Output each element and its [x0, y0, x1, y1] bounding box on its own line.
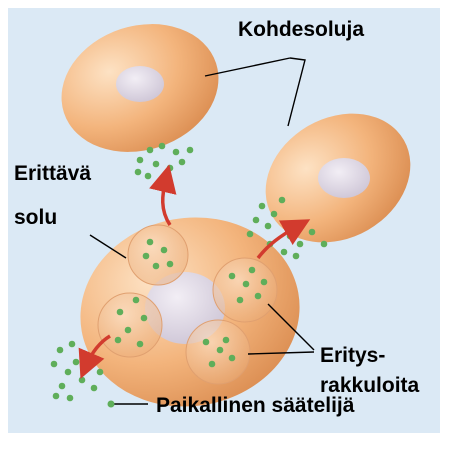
molecule-dot — [253, 217, 260, 224]
molecule-dot — [91, 385, 98, 392]
molecule-dot — [293, 253, 300, 260]
molecule-dot — [97, 369, 104, 376]
molecule-dot — [321, 241, 328, 248]
molecule-dot — [117, 309, 124, 316]
molecule-dot — [133, 297, 140, 304]
vesicle — [128, 225, 188, 285]
molecule-dot — [159, 143, 166, 150]
label-local-regulator: Paikallinen säätelijä — [156, 394, 355, 417]
molecule-dot — [145, 173, 152, 180]
molecule-dot — [243, 281, 250, 288]
molecule-dot — [153, 263, 160, 270]
molecule-dot — [167, 261, 174, 268]
molecule-dot — [125, 327, 132, 334]
molecule-dot — [137, 341, 144, 348]
molecule-dot — [173, 149, 180, 156]
molecule-dot — [137, 157, 144, 164]
molecule-dot — [217, 347, 224, 354]
label-secreting-cell-line2: solu — [14, 206, 57, 229]
label-target-cells: Kohdesoluja — [238, 18, 364, 41]
nucleus — [318, 158, 370, 198]
molecule-dot — [259, 203, 266, 210]
molecule-dot — [143, 253, 150, 260]
molecule-dot — [79, 377, 86, 384]
molecule-dot — [51, 361, 58, 368]
molecule-dot — [249, 267, 256, 274]
molecule-dot — [229, 355, 236, 362]
nucleus — [116, 66, 164, 102]
molecule-dot — [229, 273, 236, 280]
molecule-dot — [65, 369, 72, 376]
molecule-dot — [57, 347, 64, 354]
molecule-dot — [309, 229, 316, 236]
molecule-dot — [237, 297, 244, 304]
molecule-dot — [147, 147, 154, 154]
molecule-dot — [179, 159, 186, 166]
molecule-dot — [265, 223, 272, 230]
molecule-dot — [147, 239, 154, 246]
molecule-dot — [53, 393, 60, 400]
molecule-dot — [67, 395, 74, 402]
legend-molecule — [108, 401, 115, 408]
label-vesicles-line1: Eritys- — [320, 344, 385, 367]
molecule-dot — [59, 383, 66, 390]
molecule-dot — [161, 247, 168, 254]
molecule-dot — [255, 293, 262, 300]
molecule-dot — [69, 341, 76, 348]
molecule-dot — [135, 169, 142, 176]
molecule-dot — [281, 249, 288, 256]
molecule-dot — [271, 211, 278, 218]
molecule-dot — [261, 279, 268, 286]
molecule-dot — [141, 315, 148, 322]
molecule-dot — [247, 231, 254, 238]
molecule-dot — [153, 161, 160, 168]
molecule-dot — [115, 337, 122, 344]
molecule-dot — [73, 359, 80, 366]
vesicle — [98, 293, 162, 357]
molecule-dot — [279, 197, 286, 204]
molecule-dot — [187, 147, 194, 154]
label-secreting-cell-line1: Erittävä — [14, 162, 91, 185]
molecule-dot — [209, 361, 216, 368]
molecule-dot — [223, 337, 230, 344]
molecule-dot — [203, 339, 210, 346]
molecule-dot — [297, 241, 304, 248]
molecule-dot — [167, 165, 174, 172]
vesicle — [213, 258, 277, 322]
